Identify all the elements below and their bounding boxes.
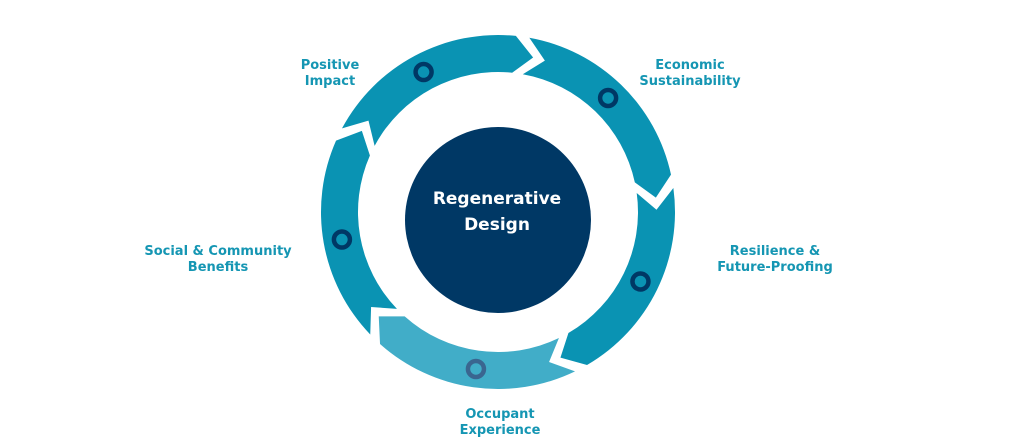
- ring-segment-occupant-experience: [378, 316, 576, 389]
- label-line: Economic: [655, 58, 725, 73]
- ring-marker-icon: [413, 61, 434, 83]
- label-social-community: Social & Community Benefits: [128, 244, 308, 276]
- label-resilience: Resilience & Future-Proofing: [700, 244, 850, 276]
- ring-segment-positive-impact: [342, 35, 534, 146]
- label-positive-impact: Positive Impact: [290, 58, 370, 90]
- ring-marker-icon: [465, 358, 487, 380]
- ring-segment-economic-sustainability: [522, 37, 672, 198]
- center-title-line2: Design: [464, 215, 530, 235]
- label-line: Impact: [304, 74, 356, 89]
- label-economic-sustainability: Economic Sustainability: [630, 58, 750, 90]
- label-line: Positive: [300, 58, 360, 73]
- center-title-line1: Regenerative: [432, 189, 562, 209]
- ring-segment-social-community: [320, 130, 397, 335]
- label-occupant-experience: Occupant Experience: [440, 407, 560, 439]
- ring-marker-icon: [331, 229, 353, 250]
- center-title: Regenerative Design: [405, 186, 589, 238]
- label-line: Resilience &: [729, 244, 821, 259]
- ring-segment-resilience: [560, 187, 675, 365]
- label-line: Sustainability: [639, 74, 741, 89]
- label-line: Experience: [459, 423, 541, 438]
- center-circle: [405, 127, 591, 313]
- ring-marker-icon: [597, 87, 619, 109]
- label-line: Social & Community: [144, 244, 292, 259]
- label-line: Occupant: [465, 407, 535, 422]
- ring-marker-icon: [630, 271, 651, 292]
- label-line: Future-Proofing: [717, 260, 833, 275]
- label-line: Benefits: [187, 260, 249, 275]
